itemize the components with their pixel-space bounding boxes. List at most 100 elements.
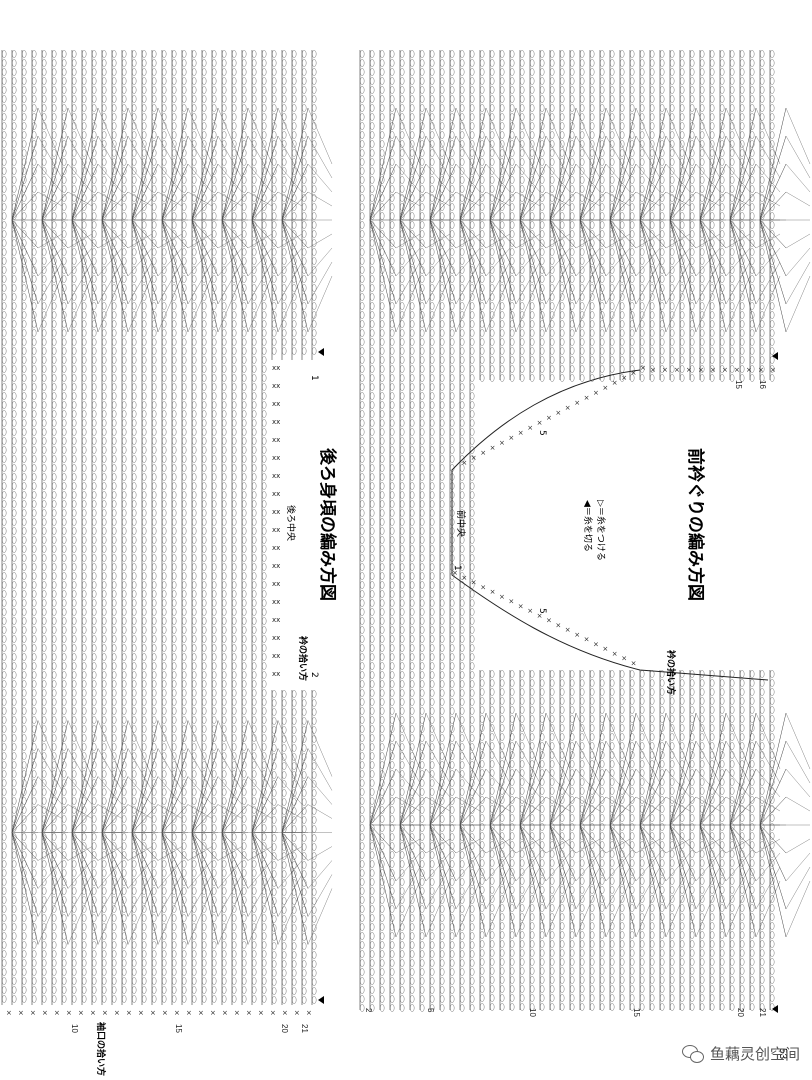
chain-stitch bbox=[400, 518, 405, 526]
chain-stitch bbox=[221, 896, 227, 904]
chain-stitch bbox=[42, 644, 47, 652]
chain-stitch bbox=[141, 221, 147, 229]
chain-stitch bbox=[42, 689, 47, 697]
chain-stitch bbox=[380, 689, 385, 697]
chain-stitch bbox=[171, 869, 177, 877]
fan-stitch bbox=[97, 804, 123, 819]
chain-stitch bbox=[42, 878, 47, 886]
chain-stitch bbox=[262, 761, 267, 769]
chain-stitch bbox=[171, 230, 177, 238]
chain-stitch bbox=[201, 320, 207, 328]
chain-stitch bbox=[460, 536, 465, 544]
chain-stitch bbox=[211, 329, 217, 337]
chain-stitch bbox=[32, 68, 37, 76]
chain-stitch bbox=[1, 644, 7, 652]
chain-stitch bbox=[141, 554, 147, 562]
fan-stitch bbox=[41, 219, 69, 333]
chain-stitch bbox=[380, 95, 385, 103]
chain-stitch bbox=[191, 527, 197, 535]
chain-stitch bbox=[52, 761, 57, 769]
chain-stitch bbox=[231, 581, 237, 589]
chain-stitch bbox=[312, 879, 317, 887]
fan-stitch bbox=[101, 832, 129, 861]
chain-stitch bbox=[161, 599, 167, 607]
chain-stitch bbox=[211, 977, 217, 985]
chain-stitch bbox=[440, 986, 445, 994]
chain-stitch bbox=[370, 329, 375, 337]
chain-stitch bbox=[71, 941, 77, 949]
chain-stitch bbox=[11, 104, 17, 112]
chain-stitch bbox=[32, 923, 37, 931]
chain-stitch bbox=[161, 932, 167, 940]
chain-stitch bbox=[262, 401, 267, 409]
fan-stitch bbox=[247, 135, 273, 179]
chain-stitch bbox=[11, 302, 17, 310]
chain-stitch bbox=[241, 455, 247, 463]
chain-stitch bbox=[410, 986, 415, 994]
chain-stitch bbox=[91, 338, 97, 346]
chain-stitch bbox=[101, 347, 107, 355]
chain-stitch bbox=[171, 635, 177, 643]
chain-stitch bbox=[11, 707, 17, 715]
fan-stitch bbox=[217, 275, 243, 333]
chain-stitch bbox=[400, 149, 405, 157]
chain-stitch bbox=[272, 194, 277, 202]
chain-stitch bbox=[71, 86, 77, 94]
chain-stitch bbox=[430, 554, 435, 562]
chain-stitch bbox=[91, 644, 97, 652]
chain-stitch bbox=[201, 419, 207, 427]
chain-stitch bbox=[11, 995, 17, 1003]
chain-stitch bbox=[131, 581, 137, 589]
fan-stitch bbox=[41, 832, 69, 945]
chain-stitch bbox=[370, 437, 375, 445]
chain-stitch bbox=[81, 923, 87, 931]
chain-stitch bbox=[292, 338, 297, 346]
chain-stitch bbox=[460, 149, 465, 157]
chain-stitch bbox=[22, 671, 27, 679]
chain-stitch bbox=[191, 365, 197, 373]
chain-stitch bbox=[81, 77, 87, 85]
chain-stitch bbox=[171, 50, 177, 58]
chain-stitch bbox=[241, 878, 247, 886]
chain-stitch bbox=[312, 68, 317, 76]
chain-stitch bbox=[121, 653, 127, 661]
chain-stitch bbox=[221, 302, 227, 310]
chain-stitch bbox=[101, 518, 107, 526]
chain-stitch bbox=[201, 329, 207, 337]
chain-stitch bbox=[111, 896, 117, 904]
fan-stitch bbox=[101, 804, 129, 833]
chain-stitch bbox=[11, 851, 17, 859]
chain-stitch bbox=[420, 815, 425, 823]
chain-stitch bbox=[171, 536, 177, 544]
chain-stitch bbox=[262, 707, 267, 715]
chain-stitch bbox=[111, 788, 117, 796]
chain-stitch bbox=[302, 951, 307, 959]
chain-stitch bbox=[251, 59, 257, 67]
chain-stitch bbox=[61, 491, 67, 499]
chain-stitch bbox=[450, 275, 455, 283]
chain-stitch bbox=[71, 608, 77, 616]
sc-mark: × bbox=[210, 1009, 216, 1017]
chain-stitch bbox=[262, 131, 267, 139]
chain-stitch bbox=[42, 932, 47, 940]
chain-stitch bbox=[131, 455, 137, 463]
chain-stitch bbox=[141, 851, 147, 859]
chain-stitch bbox=[390, 473, 395, 481]
chain-stitch bbox=[430, 185, 435, 193]
chain-stitch bbox=[1, 977, 7, 985]
chain-stitch bbox=[61, 248, 67, 256]
chain-stitch bbox=[42, 572, 47, 580]
chain-stitch bbox=[181, 212, 187, 220]
chain-stitch bbox=[131, 329, 137, 337]
chain-stitch bbox=[440, 608, 445, 616]
chain-stitch bbox=[262, 725, 267, 733]
chain-stitch bbox=[380, 356, 385, 364]
chain-stitch bbox=[231, 149, 237, 157]
chain-stitch bbox=[191, 257, 197, 265]
chain-stitch bbox=[141, 284, 147, 292]
chain-stitch bbox=[151, 986, 157, 994]
chain-stitch bbox=[470, 932, 475, 940]
chain-stitch bbox=[52, 896, 57, 904]
chain-stitch bbox=[32, 680, 37, 688]
chain-stitch bbox=[1, 887, 7, 895]
